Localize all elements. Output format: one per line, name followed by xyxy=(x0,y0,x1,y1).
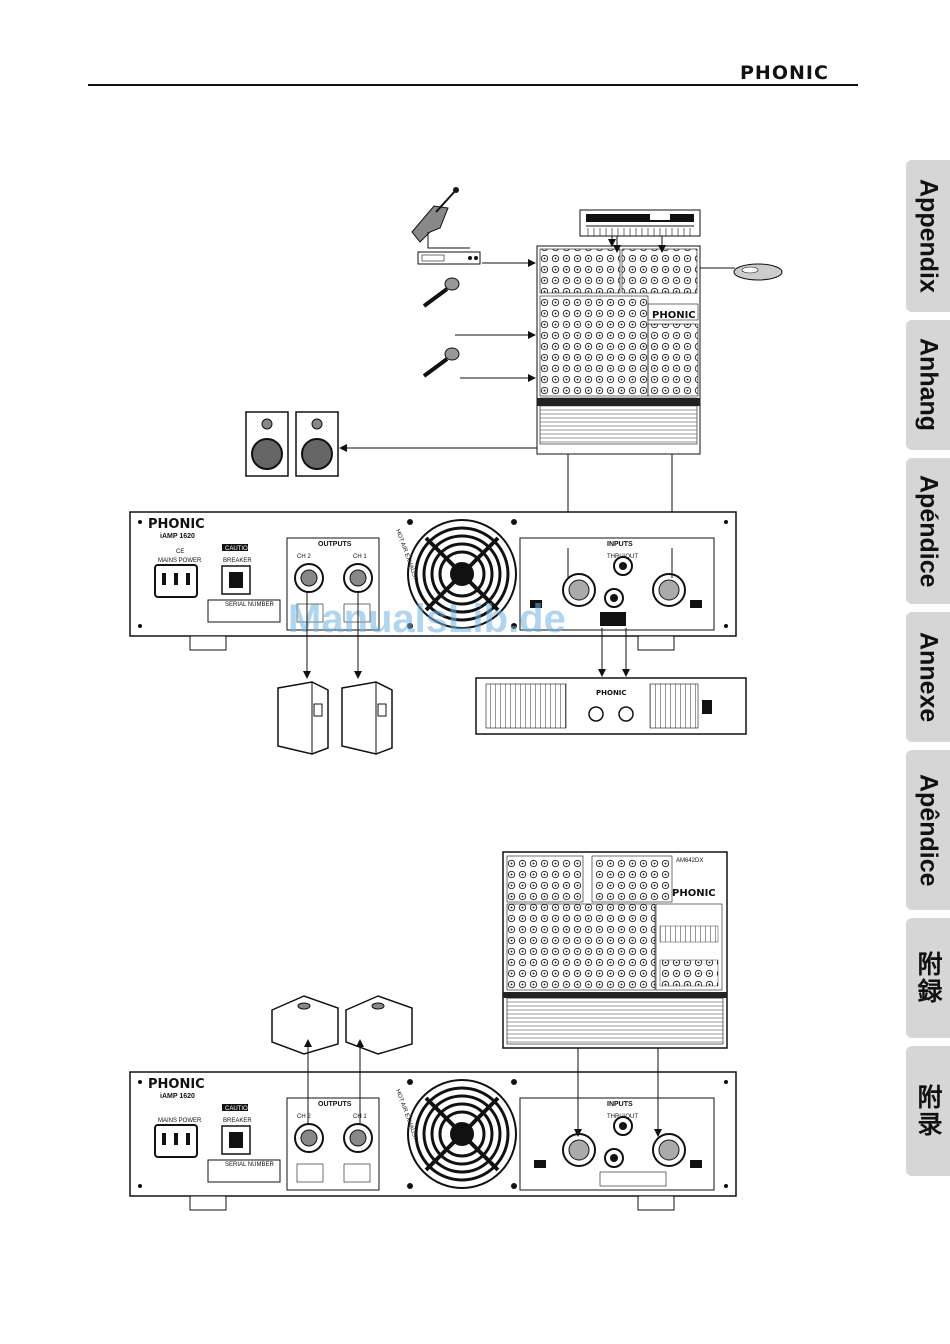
tab-appendix-cn[interactable]: 附录 xyxy=(906,1046,950,1176)
tab-appendix[interactable]: Appendix xyxy=(906,160,950,312)
phonic-logo: PHONIC xyxy=(740,62,829,84)
header-rule xyxy=(88,84,858,86)
studio-monitors xyxy=(245,411,339,477)
amp2-mains: MAINS POWER xyxy=(158,1118,202,1124)
amp2-inputs: INPUTS xyxy=(607,1101,633,1108)
amp-brand: PHONIC xyxy=(148,517,205,532)
ch1-label: CH 1 xyxy=(353,554,367,560)
subwoofers xyxy=(271,995,413,1055)
microphone-2 xyxy=(422,347,460,378)
microphone-1 xyxy=(422,277,460,308)
tab-label: 附録 xyxy=(914,951,943,1005)
tab-anhang[interactable]: Anhang xyxy=(906,320,950,450)
serial-label: SERIAL NUMBER xyxy=(225,602,274,608)
ce-mark: CE xyxy=(176,549,184,555)
mixer-bottom: AM642DX PHONIC xyxy=(502,851,728,1049)
tab-apendice-pt[interactable]: Apêndice xyxy=(906,750,950,910)
tab-label: Anhang xyxy=(914,338,943,432)
guitar xyxy=(411,187,470,249)
outputs-label: OUTPUTS xyxy=(318,541,352,548)
tab-apendice-es[interactable]: Apéndice xyxy=(906,458,950,604)
amp-rear-1: PHONIC iAMP 1620 CE CAUTION MAINS POWER … xyxy=(129,511,737,651)
watermark: ManualsLib.de xyxy=(288,597,566,641)
mains-label: MAINS POWER xyxy=(158,558,202,564)
cables-bottom xyxy=(304,1039,662,1137)
amp2-model: iAMP 1620 xyxy=(160,1093,195,1100)
inputs-label: INPUTS xyxy=(607,541,633,548)
tab-appendix-jp[interactable]: 附録 xyxy=(906,918,950,1038)
tab-label: 附录 xyxy=(914,1084,943,1138)
tab-label: Apêndice xyxy=(914,773,943,887)
amp2-breaker: BREAKER xyxy=(223,1118,252,1124)
mixer-brand: PHONIC xyxy=(652,310,696,321)
rack-processor xyxy=(417,251,481,265)
ch2-label: CH 2 xyxy=(297,554,311,560)
mouse xyxy=(733,263,783,281)
tab-annexe[interactable]: Annexe xyxy=(906,612,950,742)
keyboard xyxy=(579,209,701,237)
amp2-outputs: OUTPUTS xyxy=(318,1101,352,1108)
amp-rear-2: PHONIC iAMP 1620 CAUTION MAINS POWER BRE… xyxy=(129,1071,737,1211)
mixer-model: AM642DX xyxy=(676,858,703,864)
power-amp-brand: PHONIC xyxy=(596,689,627,697)
cables-amp1 xyxy=(303,548,673,679)
amp2-ch2: CH 2 xyxy=(297,1114,311,1120)
mixer-bottom-brand: PHONIC xyxy=(672,888,716,899)
tab-label: Annexe xyxy=(914,631,943,723)
pa-speakers xyxy=(277,681,393,755)
power-amp-front: PHONIC xyxy=(475,677,747,735)
caution-label: CAUTION xyxy=(225,546,252,552)
breaker-label: BREAKER xyxy=(223,558,252,564)
amp2-caution: CAUTION xyxy=(225,1106,252,1112)
tab-label: Appendix xyxy=(914,179,943,293)
amp2-brand: PHONIC xyxy=(148,1077,205,1092)
mixer-top: PHONIC xyxy=(536,245,701,455)
tab-label: Apéndice xyxy=(914,474,943,588)
amp2-serial: SERIAL NUMBER xyxy=(225,1162,274,1168)
amp-model: iAMP 1620 xyxy=(160,533,195,540)
